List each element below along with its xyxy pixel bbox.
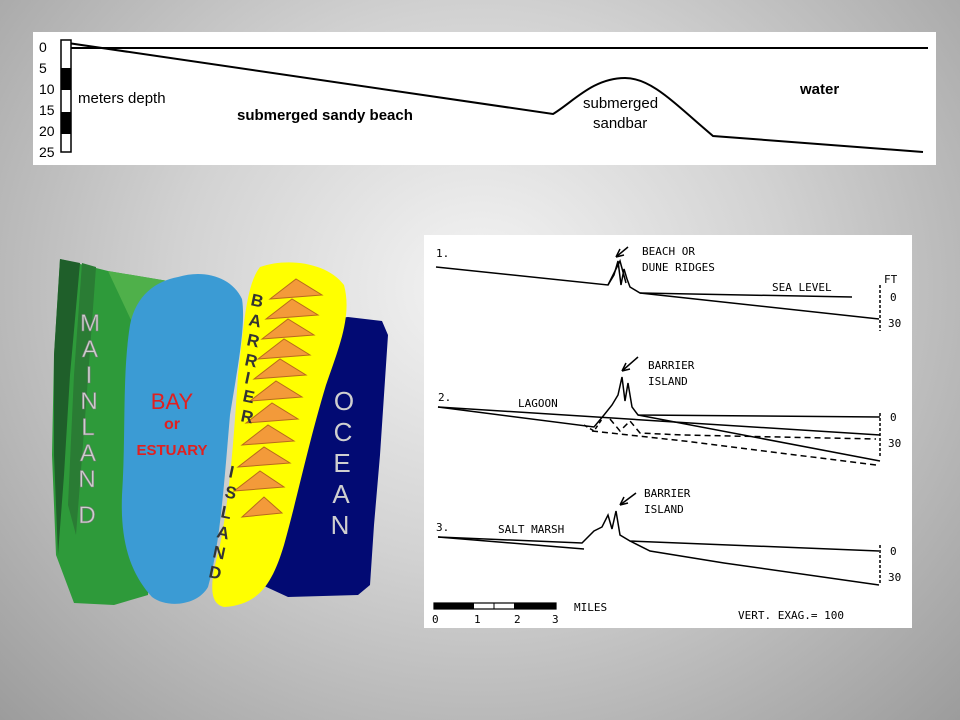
cross-section-panel: 1. BEACH OR DUNE RIDGES SEA LEVEL FT 0 3… xyxy=(424,235,912,628)
water-label: water xyxy=(799,81,839,98)
miles-scale-bar xyxy=(433,602,557,610)
cross-section-diagram: 1. BEACH OR DUNE RIDGES SEA LEVEL FT 0 3… xyxy=(432,245,901,626)
barrier-letter: R xyxy=(245,330,261,351)
profile3-tick-0: 0 xyxy=(890,545,897,558)
depth-tick: 10 xyxy=(39,81,55,97)
seabed-profile-line xyxy=(60,41,924,153)
mainland-letter: D xyxy=(78,502,95,529)
depth-scale-ticks: 0 5 10 15 20 25 xyxy=(39,39,55,160)
barrier-letter: R xyxy=(239,406,255,427)
island-letter: D xyxy=(207,562,223,583)
mainland-letter: N xyxy=(78,466,95,493)
barrier-letter: E xyxy=(241,386,256,407)
scale-number: 0 xyxy=(432,613,439,626)
profile2-label-line1: BARRIER xyxy=(648,359,695,372)
ft-label: FT xyxy=(884,273,898,286)
profile2-tick-0: 0 xyxy=(890,411,897,424)
sandbar-label-line2: sandbar xyxy=(593,115,647,132)
scale-number: 3 xyxy=(552,613,559,626)
island-letter: I xyxy=(227,462,236,482)
vert-exag-label: VERT. EXAG.= 100 xyxy=(738,609,844,622)
arrow-1 xyxy=(615,246,629,258)
depth-tick: 25 xyxy=(39,144,55,160)
depth-profile-panel: 0 5 10 15 20 25 meters depth submerged s… xyxy=(33,32,936,165)
profile1-number: 1. xyxy=(436,247,449,260)
scale-number: 2 xyxy=(514,613,521,626)
mainland-letter: I xyxy=(86,362,93,389)
arrow-2 xyxy=(621,356,639,372)
profile1-tick-0: 0 xyxy=(890,291,897,304)
profile2-number: 2. xyxy=(438,391,451,404)
mainland-letter: N xyxy=(80,388,97,415)
island-letter: S xyxy=(223,482,238,503)
ocean-letter: N xyxy=(331,510,350,540)
profile3-number: 3. xyxy=(436,521,449,534)
ocean-letter: E xyxy=(333,448,350,478)
bay-region xyxy=(121,273,244,604)
mainland-label: M A I N L A N D xyxy=(78,310,100,530)
ocean-label: O C E A N xyxy=(331,386,355,540)
profile-2 xyxy=(437,356,881,466)
estuary-label: ESTUARY xyxy=(136,442,207,459)
barrier-label: B A R R I E R xyxy=(239,290,265,427)
beach-label: submerged sandy beach xyxy=(237,107,413,124)
island-letter: L xyxy=(219,502,233,523)
profile1-label-line2: DUNE RIDGES xyxy=(642,261,715,274)
mainland-letter: A xyxy=(80,440,96,467)
profile3-tick-30: 30 xyxy=(888,571,901,584)
depth-tick: 20 xyxy=(39,123,55,139)
mainland-letter: A xyxy=(82,336,98,363)
or-label: or xyxy=(164,416,180,433)
barrier-letter: I xyxy=(243,368,252,388)
profile3-label-line1: BARRIER xyxy=(644,487,691,500)
mainland-letter: L xyxy=(81,414,94,441)
depth-tick: 5 xyxy=(39,60,47,76)
profile-3 xyxy=(437,492,880,586)
salt-marsh-label: SALT MARSH xyxy=(498,523,564,536)
sea-level-label: SEA LEVEL xyxy=(772,281,832,294)
profile1-label-line1: BEACH OR xyxy=(642,245,695,258)
cross-section-labels: 1. BEACH OR DUNE RIDGES SEA LEVEL FT 0 3… xyxy=(432,245,901,626)
barrier-island-map: M A I N L A N D BAY or ESTUARY B A R R I… xyxy=(48,255,394,615)
bay-label: BAY xyxy=(151,389,194,414)
ocean-letter: A xyxy=(332,479,350,509)
lagoon-label: LAGOON xyxy=(518,397,558,410)
barrier-letter: B xyxy=(249,290,265,311)
ocean-letter: C xyxy=(334,417,353,447)
scale-label: meters depth xyxy=(78,90,166,107)
profile1-tick-30: 30 xyxy=(888,317,901,330)
ocean-letter: O xyxy=(334,386,354,416)
barrier-letter: R xyxy=(243,350,259,371)
profile2-label-line2: ISLAND xyxy=(648,375,688,388)
dune-ridges xyxy=(232,278,324,518)
profile2-tick-30: 30 xyxy=(888,437,901,450)
barrier-island-illustration: M A I N L A N D BAY or ESTUARY B A R R I… xyxy=(52,259,388,607)
scale-number: 1 xyxy=(474,613,481,626)
profile3-label-line2: ISLAND xyxy=(644,503,684,516)
depth-profile-diagram: 0 5 10 15 20 25 meters depth submerged s… xyxy=(39,39,928,160)
depth-tick: 0 xyxy=(39,39,47,55)
arrow-3 xyxy=(619,492,637,506)
island-letter: N xyxy=(211,542,227,563)
island-label: I S L A N D xyxy=(207,462,238,583)
island-letter: A xyxy=(215,522,231,543)
mainland-letter: M xyxy=(80,310,100,337)
barrier-letter: A xyxy=(247,310,263,331)
depth-scale-bar xyxy=(60,39,72,153)
miles-label: MILES xyxy=(574,601,607,614)
depth-tick: 15 xyxy=(39,102,55,118)
profile-1 xyxy=(435,246,880,320)
sandbar-label-line1: submerged xyxy=(583,95,658,112)
